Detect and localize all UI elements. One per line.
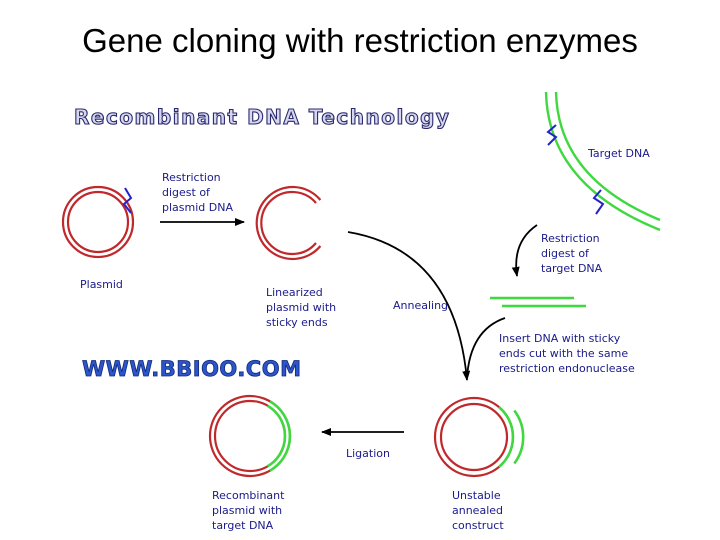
- target-dna-strand: [544, 91, 661, 232]
- figure-header: Recombinant DNA Technology: [74, 105, 450, 129]
- plasmid-restriction-site: [122, 187, 133, 214]
- label-insert-dna: Insert DNA with sticky ends cut with the …: [499, 332, 635, 375]
- label-ligation: Ligation: [346, 447, 390, 460]
- label-line: digest of: [541, 247, 590, 260]
- label-line: Target DNA: [587, 147, 650, 160]
- label-line: target DNA: [541, 262, 603, 275]
- label-linearized-plasmid: Linearized plasmid with sticky ends: [266, 286, 336, 329]
- label-line: sticky ends: [266, 316, 328, 329]
- linearized-plasmid: [255, 185, 322, 261]
- recombinant-plasmid-circle: [208, 394, 292, 478]
- label-line: Restriction: [541, 232, 600, 245]
- target-restriction-site-2: [592, 189, 605, 215]
- label-line: ends cut with the same: [499, 347, 628, 360]
- label-recombinant-plasmid: Recombinant plasmid with target DNA: [212, 489, 285, 532]
- label-target-dna: Target DNA: [587, 147, 650, 160]
- label-line: plasmid DNA: [162, 201, 233, 214]
- label-line: Recombinant: [212, 489, 285, 502]
- slide-title: Gene cloning with restriction enzymes: [82, 22, 638, 59]
- label-annealing: Annealing: [393, 299, 448, 312]
- label-line: target DNA: [212, 519, 274, 532]
- target-restriction-site-1: [546, 124, 558, 146]
- insert-dna-fragment: [490, 296, 586, 308]
- label-line: construct: [452, 519, 504, 532]
- label-line: digest of: [162, 186, 211, 199]
- label-plasmid: Plasmid: [80, 278, 123, 291]
- label-line: Plasmid: [80, 278, 123, 291]
- label-line: restriction endonuclease: [499, 362, 635, 375]
- label-line: plasmid with: [266, 301, 336, 314]
- arrow-insert-joining: [466, 317, 506, 379]
- label-line: Ligation: [346, 447, 390, 460]
- label-line: plasmid with: [212, 504, 282, 517]
- unstable-construct-circle: [433, 396, 525, 478]
- label-line: Unstable: [452, 489, 501, 502]
- label-unstable-construct: Unstable annealed construct: [452, 489, 504, 532]
- arrow-digest-target: [511, 224, 538, 277]
- plasmid-circle: [61, 185, 135, 259]
- label-line: Annealing: [393, 299, 448, 312]
- arrow-annealing: [347, 231, 471, 381]
- label-line: Restriction: [162, 171, 221, 184]
- label-restriction-digest-plasmid: Restriction digest of plasmid DNA: [162, 171, 233, 214]
- label-line: Insert DNA with sticky: [499, 332, 621, 345]
- label-line: annealed: [452, 504, 503, 517]
- watermark-text: WWW.BBIOO.COM: [82, 357, 301, 381]
- label-restriction-digest-target: Restriction digest of target DNA: [541, 232, 603, 275]
- label-line: Linearized: [266, 286, 323, 299]
